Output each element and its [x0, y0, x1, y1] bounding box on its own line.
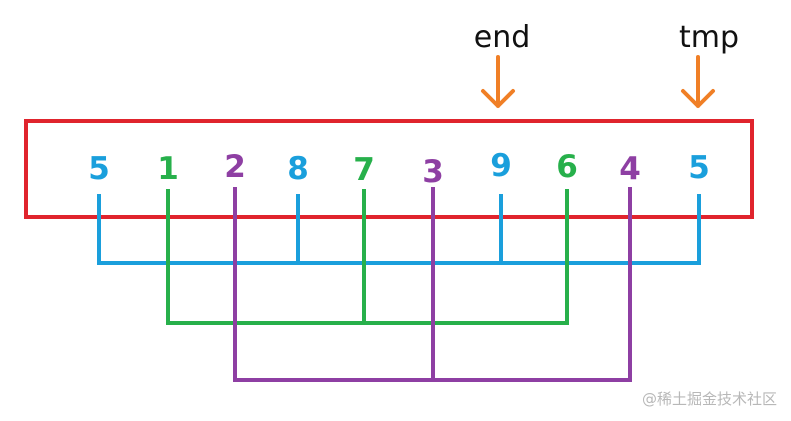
array-value: 9 — [490, 148, 512, 184]
pointers: end tmp — [474, 20, 739, 108]
group-connectors — [97, 187, 701, 382]
tmp-pointer-label: tmp — [679, 20, 739, 55]
array-values: 5 1 2 8 7 3 9 6 4 5 — [88, 148, 710, 190]
end-pointer: end — [474, 20, 531, 108]
watermark: @稀土掘金技术社区 — [642, 390, 777, 408]
end-arrow-icon — [481, 55, 515, 108]
array-value: 1 — [157, 151, 179, 187]
array-value: 2 — [224, 149, 246, 185]
end-pointer-label: end — [474, 20, 531, 55]
array-value: 7 — [353, 152, 375, 188]
tmp-pointer: tmp — [679, 20, 739, 108]
array-value: 5 — [88, 151, 110, 187]
array-value: 3 — [422, 154, 444, 190]
array-value: 6 — [556, 149, 578, 185]
array-value: 8 — [287, 151, 309, 187]
array-box — [24, 119, 754, 219]
array-value: 4 — [619, 151, 641, 187]
array-value: 5 — [688, 150, 710, 186]
tmp-arrow-icon — [681, 55, 715, 108]
